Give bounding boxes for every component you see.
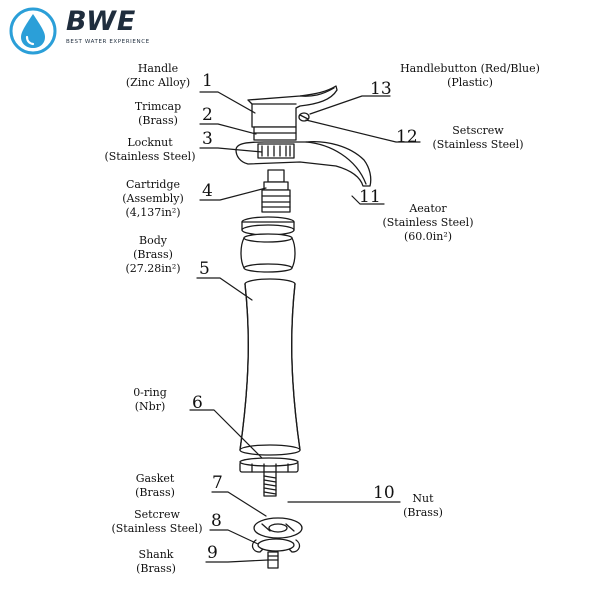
part-number-12: 12 [396,127,418,147]
part-number-8: 8 [211,511,222,531]
part-label-handle: Handle (Zinc Alloy) [118,62,198,90]
part-number-6: 6 [192,393,203,413]
body-ring-part [241,216,295,236]
part-label-shank: Shank (Brass) [126,548,186,576]
part-label-setcrew: Setcrew (Stainless Steel) [104,508,210,536]
part-number-2: 2 [202,105,213,125]
locknut-spout-part [235,140,372,187]
part-spec: (Brass) [135,486,175,499]
part-spec: (Brass) [138,114,178,127]
part-number-9: 9 [207,543,218,563]
part-name: Cartridge [125,178,181,191]
cartridge-part [261,169,291,213]
part-spec: (Zinc Alloy) [125,76,191,89]
leader-lines [189,91,421,563]
part-label-gasket: Gasket (Brass) [120,472,190,500]
part-number-11: 11 [359,187,381,207]
water-drop-icon [9,7,57,55]
o-ring-part [239,457,299,473]
part-label-aeator: Aeator (Stainless Steel) (60.0in²) [378,202,478,244]
shank-part [267,551,279,569]
part-number-4: 4 [202,181,213,201]
part-spec: (Stainless Steel) [382,216,474,229]
part-spec: (Brass) [403,506,443,519]
part-number-7: 7 [212,473,223,493]
part-extra: (60.0in²) [403,230,453,243]
part-name: Aeator [409,202,447,215]
brand-name: BWE [66,6,137,37]
part-spec: (Stainless Steel) [111,522,203,535]
setcrew-clip-part [251,538,301,553]
handlebutton-part [298,112,310,122]
brand-logo: BWE BEST WATER EXPERIENCE [8,6,168,56]
part-extra: (27.28in²) [125,262,181,275]
body-column-part [239,278,301,456]
part-name: Locknut [127,136,173,149]
part-number-5: 5 [199,259,210,279]
brand-tagline: BEST WATER EXPERIENCE [66,39,150,45]
part-spec: (Stainless Steel) [104,150,196,163]
part-name: Handle [137,62,179,75]
part-name: Setcrew [134,508,180,521]
part-label-locknut: Locknut (Stainless Steel) [100,136,200,164]
part-name: Body [139,234,167,247]
part-number-13: 13 [370,79,392,99]
part-spec: (Nbr) [134,400,166,413]
gasket-part [253,517,303,539]
part-label-trimcap: Trimcap (Brass) [118,100,198,128]
part-name: Setscrew [452,124,504,137]
part-spec: (Brass) [136,562,176,575]
part-label-setscrew: Setscrew (Stainless Steel) [428,124,528,152]
part-label-nut: Nut (Brass) [398,492,448,520]
part-name: Shank [138,548,174,561]
threaded-rod-part [263,471,277,497]
part-number-10: 10 [373,483,395,503]
part-name: Handlebutton (Red/Blue) [400,62,540,75]
part-name: Trimcap [134,100,182,113]
part-extra: (4,137in²) [125,206,181,219]
part-label-o-ring: 0-ring (Nbr) [120,386,180,414]
body-bulb-part [240,233,296,273]
part-spec: (Stainless Steel) [432,138,524,151]
handle-part [247,85,338,128]
part-number-1: 1 [202,71,213,91]
part-label-body: Body (Brass) (27.28in²) [110,234,196,276]
part-number-3: 3 [202,129,213,149]
part-spec: (Plastic) [447,76,493,89]
part-spec: (Brass) [133,248,173,261]
part-spec: (Assembly) [122,192,184,205]
part-name: 0-ring [133,386,167,399]
part-name: Nut [412,492,434,505]
trimcap-part [253,126,297,141]
part-name: Gasket [135,472,175,485]
part-label-handlebutton: Handlebutton (Red/Blue) (Plastic) [390,62,550,90]
part-label-cartridge: Cartridge (Assembly) (4,137in²) [110,178,196,220]
